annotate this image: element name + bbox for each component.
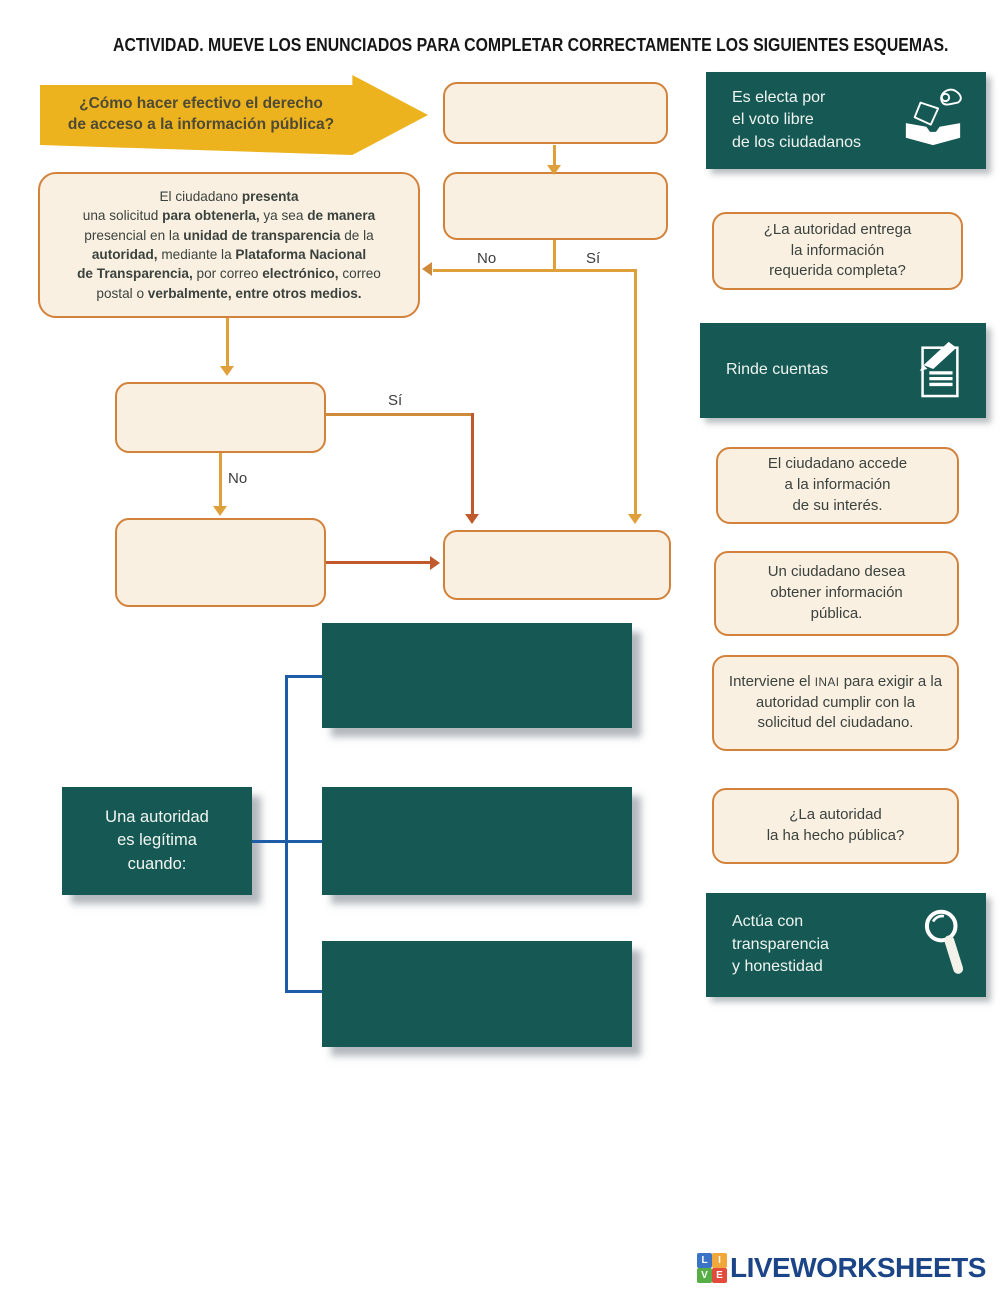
arrowhead-right-icon (430, 556, 440, 570)
card-interviene-inai[interactable]: Interviene el INAI para exigir a la auto… (712, 655, 959, 751)
connector-line (326, 561, 431, 564)
label-no-mid: No (228, 470, 248, 487)
legitimacy-dropzone-1[interactable] (322, 623, 632, 728)
arrowhead-down-icon (213, 506, 227, 516)
connector-line (226, 318, 229, 369)
arrowhead-down-icon (220, 366, 234, 376)
arrowhead-down-icon (547, 165, 561, 175)
label-si-top: Sí (586, 250, 601, 267)
arrowhead-down-icon (628, 514, 642, 524)
arrowhead-left-icon (422, 262, 432, 276)
logo-tile-i: I (712, 1253, 727, 1268)
magnifier-icon (918, 903, 968, 988)
connector-line (219, 453, 222, 509)
logo-tile-v: V (697, 1268, 712, 1283)
liveworksheets-logo: L I V E LIVEWORKSHEETS (697, 1252, 986, 1284)
connector-line (553, 145, 556, 168)
legitimacy-dropzone-2[interactable] (322, 787, 632, 895)
label-si-mid: Sí (388, 392, 403, 409)
logo-tile-e: E (712, 1268, 727, 1283)
liveworksheets-wordmark: LIVEWORKSHEETS (730, 1252, 986, 1283)
connector-line (553, 240, 556, 271)
flow-dropzone-2[interactable] (443, 172, 668, 240)
document-pen-icon (910, 330, 968, 411)
card-rinde-cuentas[interactable]: Rinde cuentas (700, 323, 986, 418)
label-no-top: No (477, 250, 497, 267)
connector-line (287, 990, 322, 993)
connector-line (285, 675, 288, 993)
connector-line (634, 269, 637, 517)
connector-line (326, 413, 474, 416)
arrowhead-down-icon (465, 514, 479, 524)
connector-line (433, 269, 637, 272)
flow-dropzone-4[interactable] (115, 518, 326, 607)
inai-acronym: INAI (814, 675, 840, 689)
legitimacy-dropzone-3[interactable] (322, 941, 632, 1047)
logo-tile-l: L (697, 1253, 712, 1268)
connector-line (471, 413, 474, 517)
liveworksheets-tiles-icon: L I V E (697, 1253, 727, 1283)
card-rinde-cuentas-text: Rinde cuentas (726, 361, 829, 379)
connector-line (287, 675, 322, 678)
flow-dropzone-1[interactable] (443, 82, 668, 144)
page-title: ACTIVIDAD. MUEVE LOS ENUNCIADOS PARA COM… (113, 35, 949, 55)
flow-dropzone-3[interactable] (115, 382, 326, 453)
card-interviene-inai-text: Interviene el INAI para exigir a la auto… (728, 672, 943, 732)
flow-dropzone-5[interactable] (443, 530, 671, 600)
ballot-box-icon (898, 85, 968, 156)
